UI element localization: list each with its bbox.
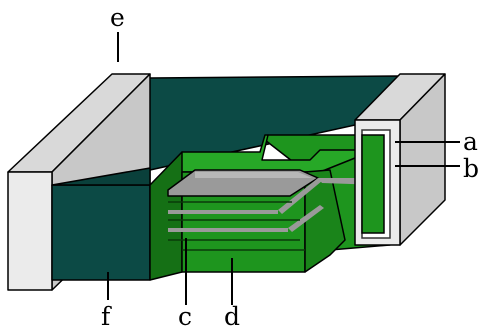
label-c: c — [178, 302, 192, 331]
stripe-2 — [168, 228, 288, 232]
body-front-top — [51, 167, 151, 186]
green-diagonal-face — [304, 169, 346, 273]
label-a: a — [463, 127, 478, 156]
stripe-diag-2 — [288, 205, 324, 232]
label-e: e — [110, 3, 125, 32]
right-terminal-green-inset — [361, 134, 385, 234]
label-d: d — [224, 302, 240, 331]
body-front-face — [51, 184, 151, 281]
labels: e a b f c d — [101, 3, 479, 331]
electrode-top-highlight — [195, 172, 312, 178]
stripe-diag-1 — [278, 178, 322, 214]
right-terminal — [354, 73, 446, 246]
green-main-block — [149, 151, 183, 281]
label-f: f — [101, 302, 112, 331]
label-b: b — [463, 154, 479, 183]
leader-lines — [107, 32, 460, 305]
layer-stripes — [168, 178, 380, 251]
left-terminal-front — [7, 171, 53, 291]
stripe-1 — [168, 210, 278, 214]
